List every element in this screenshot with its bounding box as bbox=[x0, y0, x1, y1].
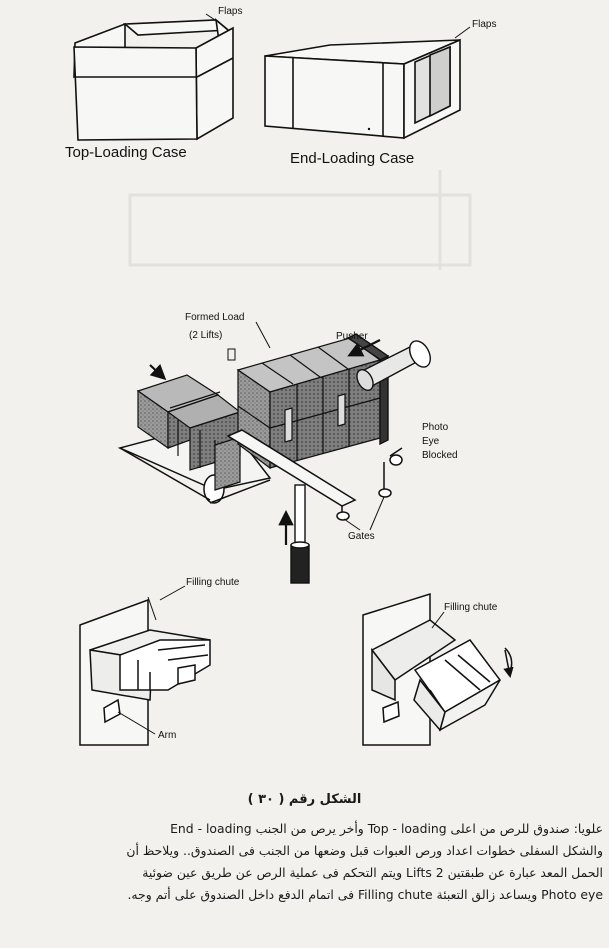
speck bbox=[367, 127, 371, 131]
tiny-box-icon bbox=[227, 348, 236, 361]
pusher-label: Pusher bbox=[336, 331, 368, 342]
flaps-right-label: Flaps bbox=[472, 19, 496, 30]
top-loading-case bbox=[73, 18, 234, 141]
box-front bbox=[73, 46, 198, 141]
filling-chute-right-leader bbox=[431, 611, 445, 629]
pusher-assembly bbox=[346, 333, 432, 446]
flaps-left-label: Flaps bbox=[218, 6, 242, 17]
caption-paragraph: علويا: صندوق للرص من اعلى Top - loading … bbox=[5, 818, 603, 906]
end-loading-label: End-Loading Case bbox=[290, 150, 414, 167]
filling-chute-right bbox=[362, 592, 513, 746]
caption-line-4: Photo eye ويساعد زالق التعبئة Filling ch… bbox=[127, 887, 603, 902]
infeed-arrow bbox=[149, 363, 167, 381]
arm-leader bbox=[117, 711, 156, 735]
pusher-arrow bbox=[347, 339, 381, 357]
caption-line-3: الحمل المعد عبارة عن طبقتين Lifts 2 ويتم… bbox=[142, 865, 603, 880]
blocked-label: Blocked bbox=[422, 450, 458, 461]
gates-leader-1 bbox=[343, 518, 361, 531]
diagram-canvas: Flaps Top-Loading Case Flaps End-Loading… bbox=[65, 6, 514, 746]
tilt-arrow bbox=[503, 649, 514, 679]
box-band-side bbox=[196, 57, 234, 78]
lift-ram bbox=[290, 484, 310, 584]
flaps-right-leader bbox=[454, 26, 471, 39]
arm-label: Arm bbox=[158, 730, 176, 741]
caption-line-2: والشكل السفلى خطوات اعداد ورص العبوات قب… bbox=[126, 843, 603, 858]
eye-label: Eye bbox=[422, 436, 440, 447]
filling-chute-left bbox=[79, 598, 211, 746]
end-case-flap bbox=[429, 45, 451, 118]
formed-load-label: Formed Load bbox=[185, 312, 244, 323]
gates-leader-2 bbox=[369, 496, 385, 531]
caption-line-1: علويا: صندوق للرص من اعلى Top - loading … bbox=[170, 821, 603, 836]
filling-chute-left-leader-2 bbox=[159, 585, 186, 601]
gates-label: Gates bbox=[348, 531, 375, 542]
end-loading-case bbox=[264, 38, 461, 140]
two-lifts-label: (2 Lifts) bbox=[189, 330, 222, 341]
caption: الشكل رقم ( ٣٠ ) علويا: صندوق للرص من اع… bbox=[0, 782, 609, 948]
figure-number: الشكل رقم ( ٣٠ ) bbox=[247, 792, 362, 807]
filling-chute-left-label: Filling chute bbox=[186, 577, 240, 588]
paper-showthrough bbox=[128, 170, 472, 270]
top-loading-label: Top-Loading Case bbox=[65, 144, 187, 161]
incoming-packages bbox=[136, 374, 242, 491]
gates bbox=[226, 429, 403, 521]
formed-load-leader bbox=[255, 321, 271, 349]
flaps-left-leader bbox=[205, 13, 219, 23]
photo-label: Photo bbox=[422, 422, 449, 433]
box-side bbox=[195, 26, 234, 141]
filling-chute-left-leader bbox=[147, 596, 157, 621]
filling-chute-right-label: Filling chute bbox=[444, 602, 498, 613]
formed-load bbox=[236, 337, 382, 470]
back-flap bbox=[122, 19, 231, 36]
